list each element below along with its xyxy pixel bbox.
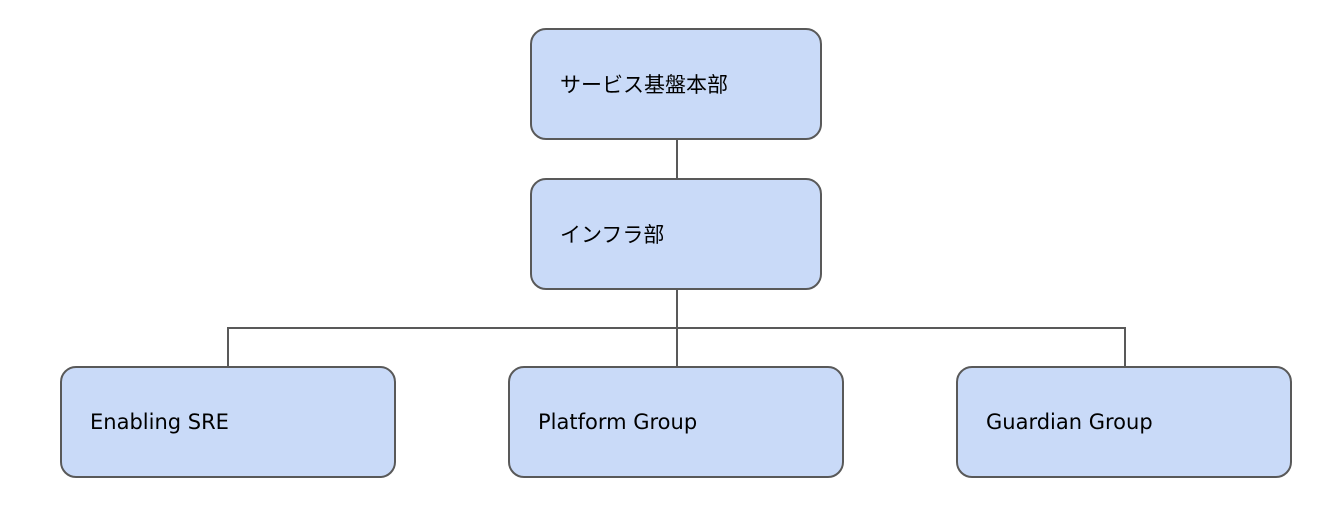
node-guardian-group[interactable]: Guardian Group [956, 366, 1292, 478]
node-infra-department[interactable]: インフラ部 [530, 178, 822, 290]
node-service-infrastructure-division[interactable]: サービス基盤本部 [530, 28, 822, 140]
node-label: サービス基盤本部 [560, 73, 728, 97]
node-label: Guardian Group [986, 410, 1153, 434]
node-label: Platform Group [538, 410, 698, 434]
node-label: インフラ部 [560, 223, 665, 247]
node-enabling-sre[interactable]: Enabling SRE [60, 366, 396, 478]
node-label: Enabling SRE [90, 410, 229, 434]
node-platform-group[interactable]: Platform Group [508, 366, 844, 478]
